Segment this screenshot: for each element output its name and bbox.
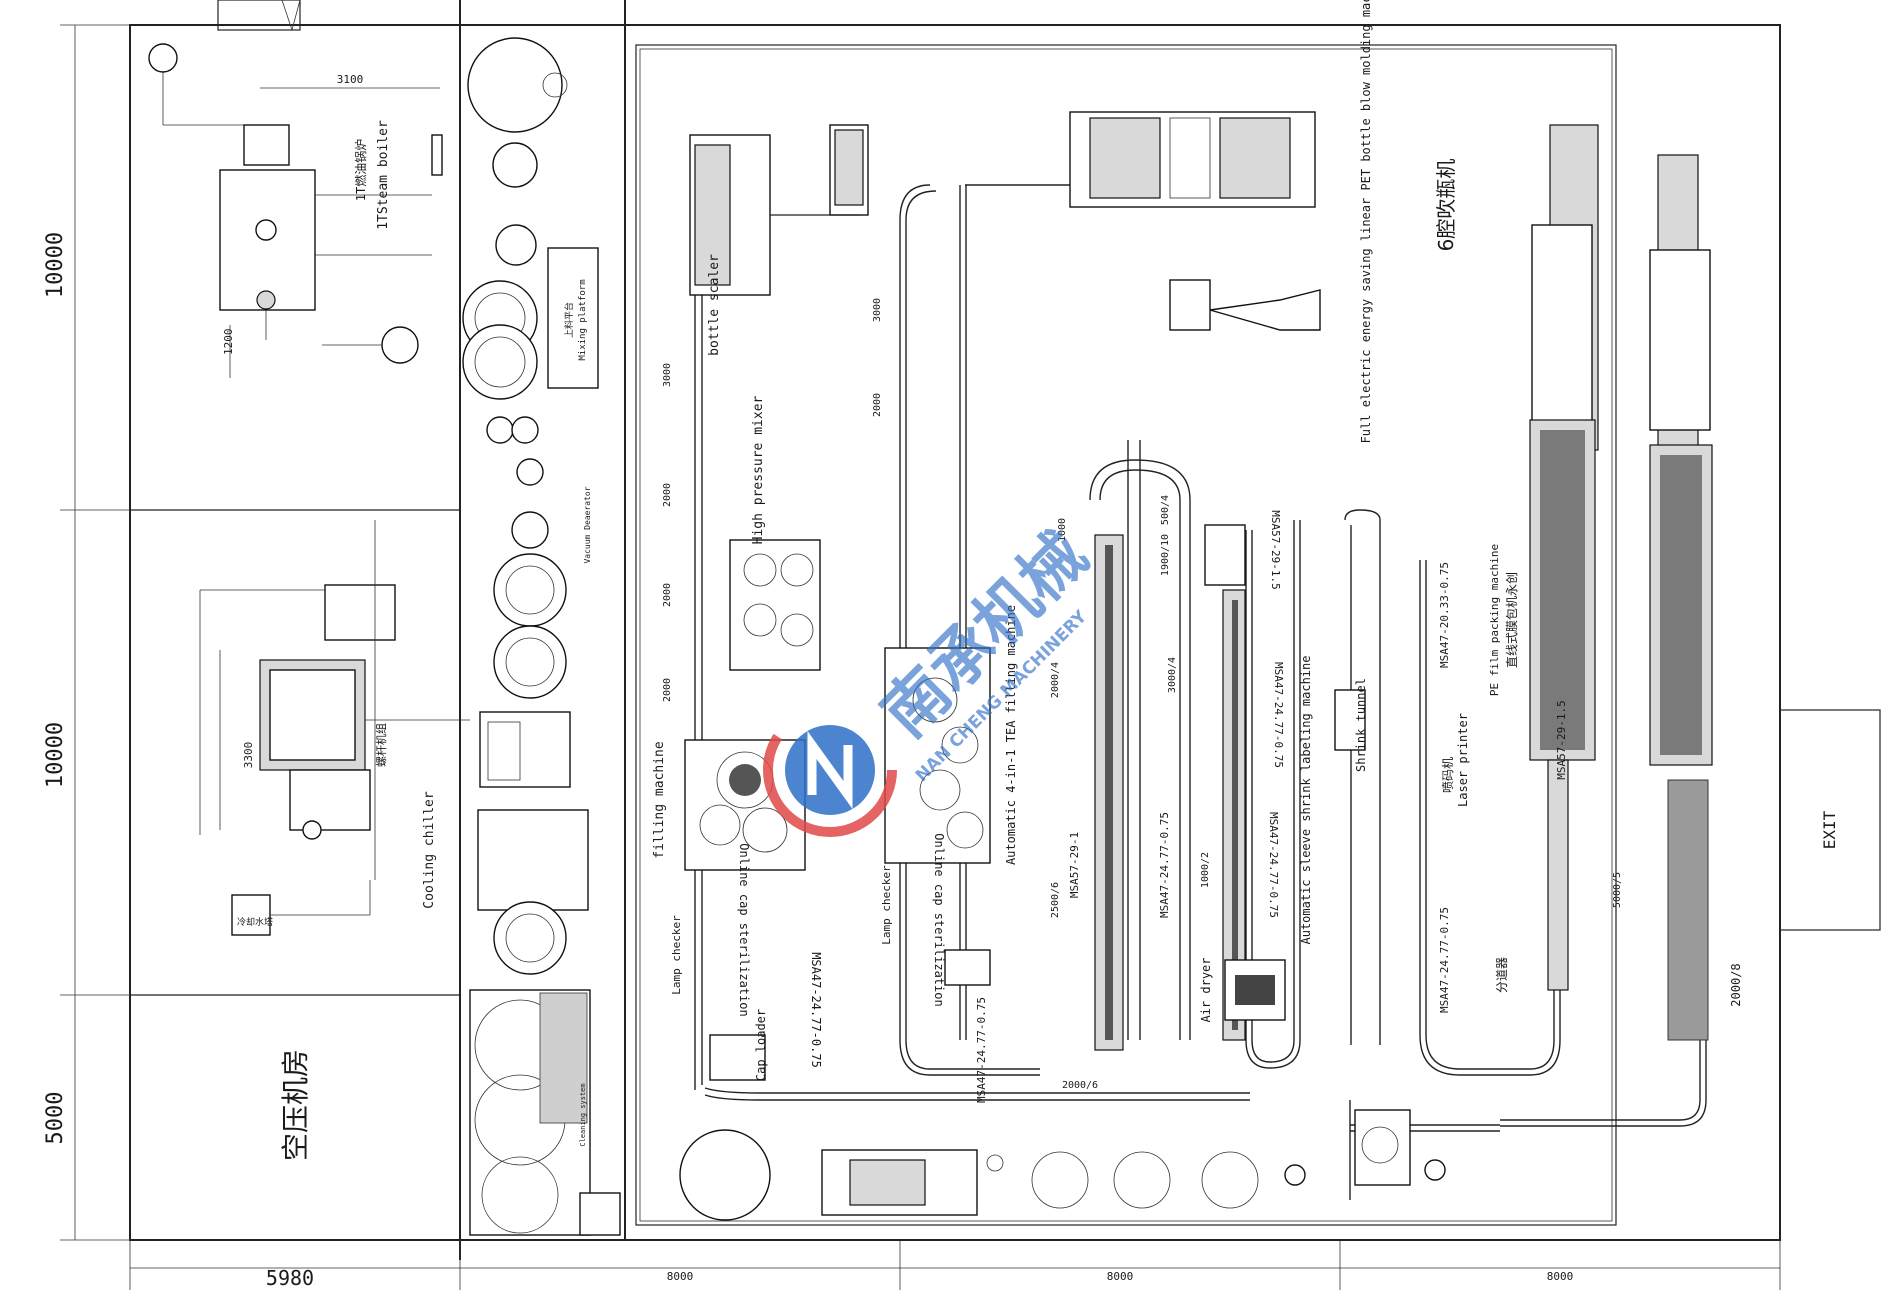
blow-molding-cn-label: 6腔吹瓶机 (1434, 159, 1458, 252)
dim-bottom-a: 8000 (667, 1270, 694, 1283)
dim-left-upper: 10000 (43, 232, 68, 298)
laser-printer-label: Laser printer (1456, 713, 1470, 807)
spec-g: MSA47-20.33-0.75 (1438, 562, 1451, 668)
conv-1900-10: 1900/10 (1160, 534, 1171, 576)
frame (60, 0, 1881, 1290)
exit-label: EXIT (1820, 810, 1839, 849)
conveyor-dimensions: 3000 2000 2000 2000 3000 2000 1000 500/4… (662, 298, 1743, 1091)
conv-1000-2: 1000/2 (1200, 852, 1211, 888)
shrink-tunnel-label: Shrink tunnel (1354, 678, 1368, 772)
machine-labels: bottle scaler High pressure mixer fillin… (652, 0, 1839, 1081)
lamp-checker-a-label: Lamp checker (670, 915, 683, 995)
dimension-labels: 10000 10000 5000 5980 8000 8000 8000 (43, 232, 1573, 1290)
filling-machine-label: filling machine (652, 741, 667, 859)
boiler-offset: 1200 (222, 329, 235, 356)
air-dryer-label: Air dryer (1199, 957, 1213, 1022)
conv-2000-8: 2000/8 (1729, 963, 1743, 1006)
conv-2000b: 2000 (662, 583, 673, 607)
spec-b: MSA57-29-1 (1068, 832, 1081, 898)
automatic-filling-label: Automatic 4-in-1 TEA filling machine (1004, 605, 1018, 865)
conveyor-bundles (1094, 124, 1713, 1051)
lamp-checker-b-label: Lamp checker (880, 865, 893, 945)
dim-bottom-c: 8000 (1547, 1270, 1574, 1283)
spec-c: MSA57-29-1.5 (1269, 510, 1282, 589)
vacuum-deaerator-label: Vacuum Deaerator (583, 486, 592, 563)
spec-h: MSA47-24.77-0.75 (1438, 907, 1451, 1013)
spec-i: MSA57-29-1.5 (1555, 700, 1568, 779)
conv-2500-6: 2500/6 (1050, 882, 1061, 918)
conv-5000-5: 5000/5 (1612, 872, 1623, 908)
spec-e: MSA47-24.77-0.75 (1158, 812, 1171, 918)
high-pressure-mixer-label: High pressure mixer (751, 395, 766, 544)
air-room-label: 空压机房 (279, 1049, 312, 1161)
spec-a: MSA47-24.77-0.75 (809, 952, 823, 1068)
pe-film-cn-label: 直线式膜包机永创 (1505, 572, 1519, 668)
boiler-cn-label: 1T燃油锅炉 (353, 139, 368, 201)
dim-bottom-left: 5980 (266, 1266, 314, 1290)
conv-3000-4: 3000/4 (1167, 657, 1178, 693)
online-cap-sterilization-b-label: Online cap sterilization (932, 833, 946, 1006)
dim-bottom-b: 8000 (1107, 1270, 1134, 1283)
dim-left-middle: 10000 (43, 722, 68, 788)
spec-j: MSA47-24.77-0.75 (975, 997, 988, 1103)
conveyor-network (694, 140, 1707, 1200)
sleeve-shrink-label: Automatic sleeve shrink labeling machine (1299, 656, 1313, 945)
online-cap-sterilization-label: Online cap sterilization (737, 843, 751, 1016)
chiller-dim: 3300 (242, 742, 255, 769)
mixing-platform-cn: 上料平台 (563, 302, 575, 338)
laser-printer-cn-label: 喷码机 (1441, 757, 1455, 793)
conv-2000-4a: 2000/4 (1050, 662, 1061, 698)
water-treatment: Mixing platform 上料平台 Vacuum Deaerator Cl… (462, 37, 621, 1236)
cleaning-system-label: Cleaning system (579, 1083, 587, 1146)
boiler-room: 3100 1200 1TSteam boiler 1T燃油锅炉 (148, 43, 443, 378)
cooling-chiller-label: Cooling chiller (422, 791, 437, 909)
divider-cn-label: 分道器 (1495, 957, 1509, 993)
conveyor-spec-labels: MSA47-24.77-0.75 MSA57-29-1 MSA57-29-1.5… (809, 510, 1568, 1103)
spec-f: MSA47-24.77-0.75 (1267, 812, 1280, 918)
equipment (679, 111, 1446, 1221)
chiller-room: 3300 螺杆机组 Cooling chiller 冷却水塔 (199, 520, 470, 936)
conv-2000a: 2000 (662, 483, 673, 507)
boiler-width: 3100 (337, 73, 364, 86)
dim-left-lower: 5000 (43, 1092, 68, 1145)
conv-2000-6: 2000/6 (1062, 1080, 1098, 1091)
blow-molding-label: Full electric energy saving linear PET b… (1359, 0, 1373, 443)
spec-d: MSA47-24.77-0.75 (1272, 662, 1285, 768)
cooling-tower-label: 冷却水塔 (237, 916, 273, 928)
cap-loader-label: Cap loader (754, 1009, 768, 1081)
mixing-platform-label: Mixing platform (578, 279, 588, 360)
air-room: 空压机房 (279, 1049, 312, 1161)
conv-3000a: 3000 (662, 363, 673, 387)
bottle-scaler-label: bottle scaler (707, 254, 722, 356)
conv-2000d: 2000 (872, 393, 883, 417)
steam-boiler-label: 1TSteam boiler (376, 120, 391, 230)
conv-3000b: 3000 (872, 298, 883, 322)
pe-film-label: PE film packing machine (1488, 544, 1501, 696)
conv-2000c: 2000 (662, 678, 673, 702)
conv-1000: 1000 (1057, 518, 1068, 542)
screw-compressor-label: 螺杆机组 (374, 723, 388, 767)
conv-500-4: 500/4 (1160, 495, 1171, 525)
